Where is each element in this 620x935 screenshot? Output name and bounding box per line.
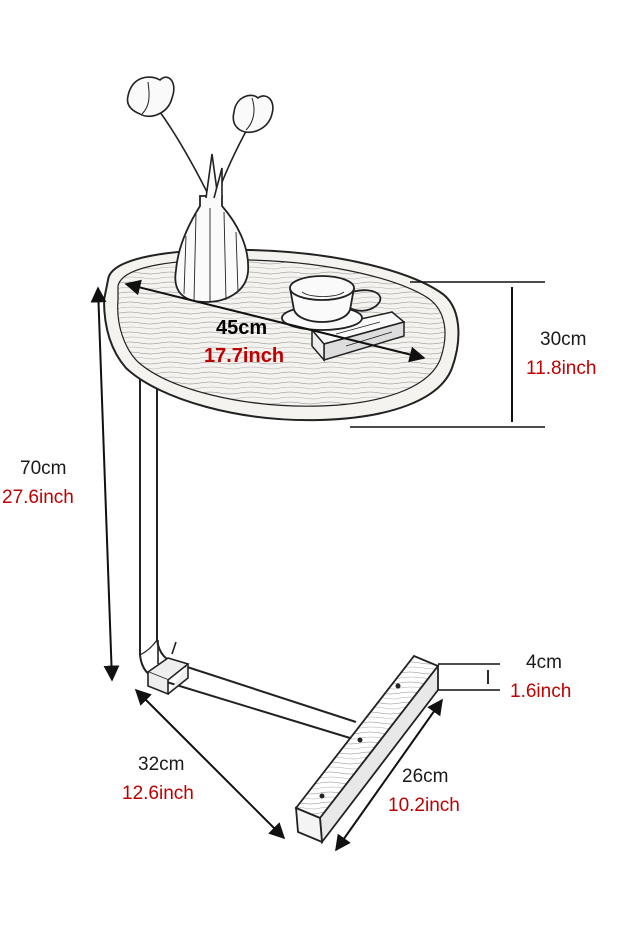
base-bar-length-inch: 10.2inch — [388, 795, 460, 816]
tulip-flowers — [126, 76, 274, 199]
total-height-arrow — [90, 286, 120, 682]
tabletop-length-arrow — [124, 279, 426, 363]
base-depth-cm: 32cm — [138, 754, 185, 775]
tabletop-length-cm: 45cm — [216, 317, 268, 339]
base-bar-length-arrow — [335, 698, 443, 852]
dimension-lines — [90, 279, 545, 852]
flower-vase — [174, 195, 249, 303]
base-thickness-cm: 4cm — [526, 652, 562, 673]
total-height-inch: 27.6inch — [2, 487, 74, 508]
base-thickness-inch: 1.6inch — [510, 681, 572, 702]
base-depth-arrow — [134, 688, 286, 840]
tabletop-length-inch: 17.7inch — [204, 345, 285, 367]
base-bar-length-cm: 26cm — [402, 766, 449, 787]
total-height-cm: 70cm — [20, 458, 67, 479]
tabletop-width-inch: 11.8inch — [526, 358, 597, 379]
base-depth-inch: 12.6inch — [122, 783, 194, 804]
frame-foot — [146, 640, 190, 696]
tabletop-width-cm: 30cm — [540, 329, 587, 350]
